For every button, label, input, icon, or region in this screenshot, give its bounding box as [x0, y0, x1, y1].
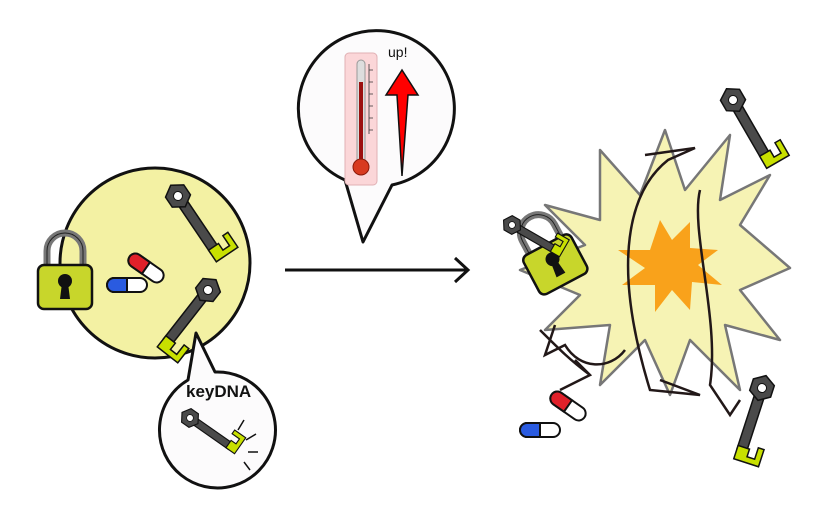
arrow-up-icon: [384, 68, 420, 177]
capsule-icon: [546, 387, 590, 425]
thermometer-icon: [344, 52, 378, 186]
explosion: [518, 128, 792, 418]
capsule-icon: [106, 277, 148, 293]
keydna-speech-bubble: [158, 331, 277, 490]
reaction-arrow: [285, 256, 471, 284]
solution-circle: [58, 166, 252, 360]
keydna-label: keyDNA: [186, 382, 252, 401]
capsule-icon: [519, 422, 561, 438]
temperature-up-label: up!: [388, 44, 408, 60]
sparkle-icon: [237, 419, 258, 471]
